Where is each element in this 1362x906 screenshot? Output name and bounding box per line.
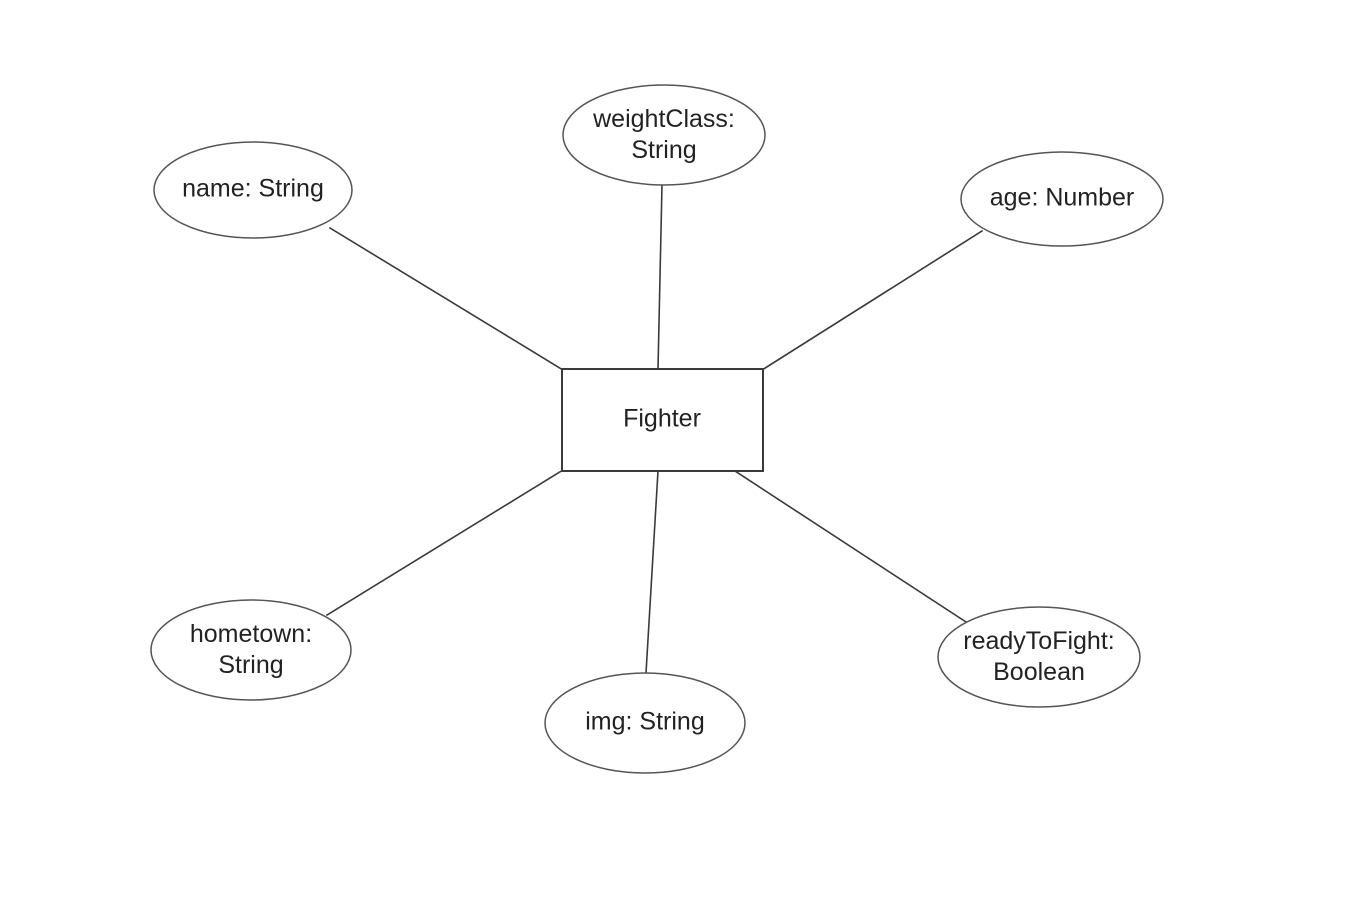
attribute-label-hometown: hometown:String bbox=[190, 620, 312, 679]
attribute-node-age[interactable]: age: Number bbox=[960, 151, 1164, 247]
edge-readyToFight bbox=[733, 469, 968, 624]
entity-rectangle[interactable] bbox=[561, 368, 764, 472]
attribute-label-age: age: Number bbox=[990, 184, 1135, 212]
edge-weightClass bbox=[657, 184, 663, 370]
attribute-label-weightClass: weightClass:String bbox=[592, 105, 735, 164]
attribute-label-img: img: String bbox=[585, 708, 704, 736]
attribute-ellipse-readyToFight[interactable] bbox=[937, 606, 1141, 708]
node-group: name: String weightClass:String age: Numbe… bbox=[150, 84, 1164, 774]
attribute-node-readyToFight[interactable]: readyToFight:Boolean bbox=[937, 606, 1141, 708]
entity-node-fighter[interactable]: Fighter bbox=[561, 368, 764, 472]
attribute-ellipse-age[interactable] bbox=[960, 151, 1164, 247]
attribute-label-name: name: String bbox=[182, 175, 324, 203]
attribute-node-weightClass[interactable]: weightClass:String bbox=[562, 84, 766, 186]
attribute-label-readyToFight: readyToFight:Boolean bbox=[963, 627, 1114, 686]
entity-label: Fighter bbox=[623, 405, 701, 433]
edge-hometown bbox=[325, 468, 565, 617]
attribute-node-img[interactable]: img: String bbox=[544, 672, 746, 774]
attribute-ellipse-img[interactable] bbox=[544, 672, 746, 774]
attribute-ellipse-weightClass[interactable] bbox=[562, 84, 766, 186]
edge-name bbox=[328, 226, 565, 372]
edge-img bbox=[645, 470, 659, 674]
attribute-ellipse-name[interactable] bbox=[153, 141, 353, 239]
attribute-ellipse-hometown[interactable] bbox=[150, 599, 352, 701]
edge-group bbox=[325, 184, 984, 674]
edge-age bbox=[760, 229, 984, 372]
attribute-node-hometown[interactable]: hometown:String bbox=[150, 599, 352, 701]
attribute-node-name[interactable]: name: String bbox=[153, 141, 353, 239]
